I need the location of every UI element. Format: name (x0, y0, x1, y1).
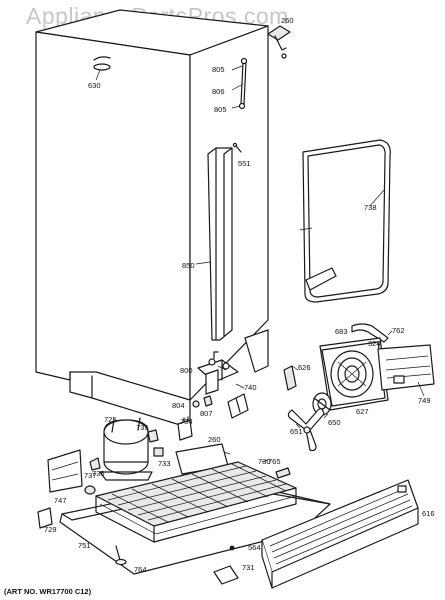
label-324: 324 (368, 339, 381, 348)
label-764: 764 (134, 565, 147, 574)
label-805-top: 805 (212, 65, 225, 74)
label-747: 747 (54, 496, 67, 505)
label-735: 735 (136, 423, 149, 432)
condenser-fan-shroud (319, 337, 389, 411)
door-gasket (299, 139, 391, 303)
label-736: 736 (92, 469, 105, 478)
mullion-divider (207, 147, 233, 341)
label-616: 616 (422, 509, 435, 518)
label-683: 683 (335, 327, 348, 336)
label-260-lower: 260 (208, 435, 221, 444)
label-630: 630 (88, 81, 101, 90)
label-564: 564 (248, 543, 261, 552)
label-626: 626 (298, 363, 311, 372)
fan-blade (287, 408, 325, 452)
hinge-pin-assembly (231, 57, 248, 110)
label-850: 850 (182, 261, 195, 270)
label-731: 731 (242, 563, 255, 572)
label-650: 650 (328, 418, 341, 427)
leveling-leg (115, 545, 127, 566)
label-651: 651 (290, 427, 303, 436)
label-806: 806 (212, 87, 225, 96)
compressor (99, 417, 153, 481)
label-805-bottom: 805 (214, 105, 227, 114)
bottom-grille (261, 479, 419, 589)
label-751: 751 (78, 541, 91, 550)
label-733: 733 (158, 459, 171, 468)
fan-motor (312, 392, 332, 416)
label-725: 725 (104, 415, 117, 424)
label-738: 738 (364, 203, 377, 212)
label-730: 730 (258, 457, 271, 466)
back-cover-panel (377, 344, 435, 391)
label-749: 749 (418, 396, 431, 405)
label-807: 807 (200, 409, 213, 418)
label-740: 740 (244, 383, 257, 392)
top-hinge (267, 25, 291, 59)
part-labels: 630 260 805 806 805 551 738 850 683 762 … (44, 16, 435, 574)
water-valve (197, 351, 239, 395)
label-627: 627 (356, 407, 369, 416)
label-800: 800 (180, 366, 193, 375)
art-number: (ART NO. WR17700 C12) (4, 587, 92, 596)
label-551: 551 (238, 159, 251, 168)
label-729: 729 (44, 525, 57, 534)
mounting-bracket (47, 449, 83, 493)
label-260-top: 260 (281, 16, 294, 25)
label-737: 737 (84, 471, 97, 480)
label-804: 804 (172, 401, 185, 410)
label-765: 765 (268, 457, 281, 466)
condenser-coil (95, 461, 297, 543)
label-734: 734 (180, 417, 193, 426)
relay-bracket (227, 393, 249, 419)
relay-overload (177, 416, 193, 441)
label-762: 762 (392, 326, 405, 335)
cabinet (35, 9, 269, 429)
